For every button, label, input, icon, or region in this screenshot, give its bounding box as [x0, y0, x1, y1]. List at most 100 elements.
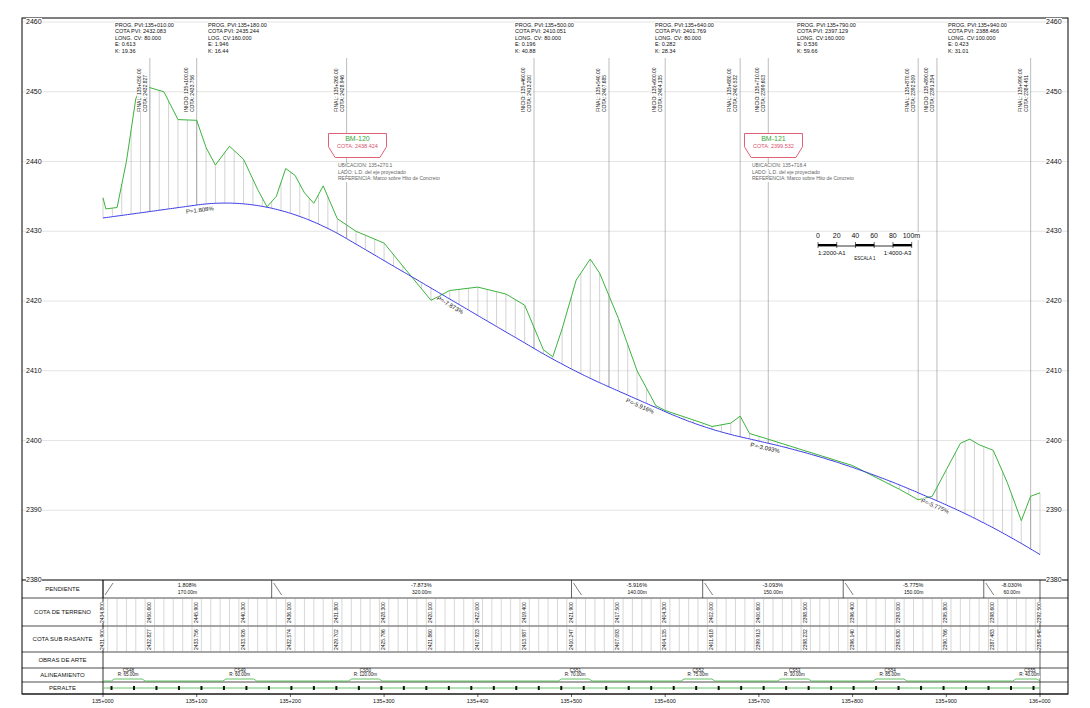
- hatch-line: [131, 130, 132, 214]
- pvi-data: PROG. PVI:135+940.00: [948, 22, 1007, 28]
- subgrade-elevation: 2413.987: [522, 629, 528, 650]
- superelevation-mark: [448, 686, 450, 690]
- hatch-line: [627, 345, 628, 396]
- terrain-elevation: 2419.400: [522, 602, 528, 623]
- superelevation-mark: [853, 686, 855, 690]
- curve-elevation: COTA: 2413.200: [527, 75, 533, 112]
- table-grid: [623, 598, 624, 652]
- table-grid: [248, 598, 249, 652]
- grade-value: -7.873%: [411, 582, 432, 588]
- table-grid: [876, 598, 877, 652]
- axis-elevation: 2460: [26, 18, 42, 26]
- station-line: [196, 58, 197, 205]
- benchmark-box: BM-120COTA: 2438.424: [328, 133, 387, 157]
- station-line: [1030, 58, 1031, 549]
- hatch-line: [168, 101, 169, 209]
- superelevation-mark: [988, 686, 990, 690]
- station-label: 135+400: [467, 698, 489, 704]
- subgrade-elevation: 2410.247: [569, 629, 575, 650]
- pvi-data: K: 19.36: [115, 48, 136, 54]
- pvi-data: E: 0.196: [515, 41, 536, 47]
- superelevation-mark: [290, 686, 292, 690]
- benchmark-info: LADO: L.D. del eje proyectado: [338, 170, 406, 176]
- row-header: PENDIENTE: [26, 586, 100, 593]
- grade-mark: [274, 583, 282, 595]
- table-grid: [529, 598, 530, 652]
- pvi-data: E: 0.536: [797, 41, 818, 47]
- hatch-line: [487, 289, 488, 321]
- superelevation-mark: [133, 686, 135, 690]
- terrain-elevation: 2436.100: [287, 602, 293, 623]
- hatch-line: [646, 388, 647, 403]
- table-grid: [426, 598, 427, 652]
- table-line: [22, 652, 1068, 653]
- table-grid: [810, 598, 811, 652]
- table-grid: [1007, 598, 1008, 652]
- grid-line: [22, 161, 1068, 162]
- table-grid: [454, 598, 455, 652]
- pvi-data: PROG. PVI:135+640.00: [655, 22, 714, 28]
- table-grid: [192, 598, 193, 652]
- hatch-line: [1002, 472, 1003, 533]
- benchmark-box: BM-121COTA: 2399.532: [744, 133, 803, 157]
- hatch-line: [955, 452, 956, 509]
- subgrade-elevation: 2401.618: [709, 629, 715, 650]
- hatch-line: [281, 182, 282, 210]
- hatch-line: [965, 441, 966, 513]
- pvi-data: E: 0.613: [115, 41, 136, 47]
- pvi-data: LONG. CV: 80.000: [655, 35, 701, 41]
- benchmark-info: LADO: L.D. del eje proyectado: [752, 170, 820, 176]
- row-header: COTA DE TERRENO: [26, 609, 100, 616]
- curve-station: FINAL: 135+680.00: [727, 68, 733, 112]
- subgrade-elevation: 2398.232: [803, 629, 809, 650]
- hatch-line: [299, 184, 300, 216]
- table-grid: [557, 598, 558, 652]
- table-grid: [932, 598, 933, 652]
- table-grid: [585, 598, 586, 652]
- table-grid: [510, 598, 511, 652]
- superelevation-mark: [245, 686, 247, 690]
- table-grid: [688, 598, 689, 652]
- table-grid: [913, 598, 914, 652]
- superelevation-mark: [335, 686, 337, 690]
- grade-label: P=-5.775%: [920, 497, 950, 515]
- superelevation-mark: [178, 686, 180, 690]
- grade-mark: [986, 583, 994, 595]
- table-grid: [398, 598, 399, 652]
- table-line: [983, 580, 984, 598]
- station-label: 135+800: [842, 698, 864, 704]
- pvi-data: PROG. PVI:135+500.00: [515, 22, 574, 28]
- pvi-data: E: 0.282: [655, 41, 676, 47]
- superelevation-mark: [650, 686, 652, 690]
- curve-station: INICIO: 135+890.00: [924, 67, 930, 112]
- table-grid: [229, 598, 230, 652]
- hatch-line: [637, 371, 638, 400]
- grade-length: 150.00m: [904, 590, 923, 596]
- table-grid: [922, 598, 923, 652]
- axis-elevation: 2390: [26, 506, 42, 514]
- benchmark-name: BM-121: [753, 135, 794, 143]
- table-grid: [941, 598, 942, 652]
- table-line: [103, 580, 104, 598]
- table-grid: [276, 598, 277, 652]
- subgrade-elevation: 2387.483: [990, 629, 996, 650]
- pvi-data: COTA PVI: 2435.244: [208, 28, 259, 34]
- superelevation-mark: [740, 686, 742, 690]
- superelevation-mark: [358, 686, 360, 690]
- table-grid: [735, 598, 736, 652]
- grid-line: [22, 510, 1068, 511]
- subgrade-elevation: 2429.702: [334, 629, 340, 650]
- subgrade-elevation: 2425.796: [381, 629, 387, 650]
- table-grid: [857, 598, 858, 652]
- station-label: 135+200: [279, 698, 301, 704]
- table-grid: [117, 598, 118, 652]
- table-line: [22, 682, 1068, 683]
- table-grid: [445, 598, 446, 652]
- table-grid: [351, 598, 352, 652]
- hatch-line: [215, 165, 216, 203]
- table-grid: [416, 598, 417, 652]
- grade-mark: [845, 583, 853, 595]
- table-grid: [313, 598, 314, 652]
- table-grid: [173, 598, 174, 652]
